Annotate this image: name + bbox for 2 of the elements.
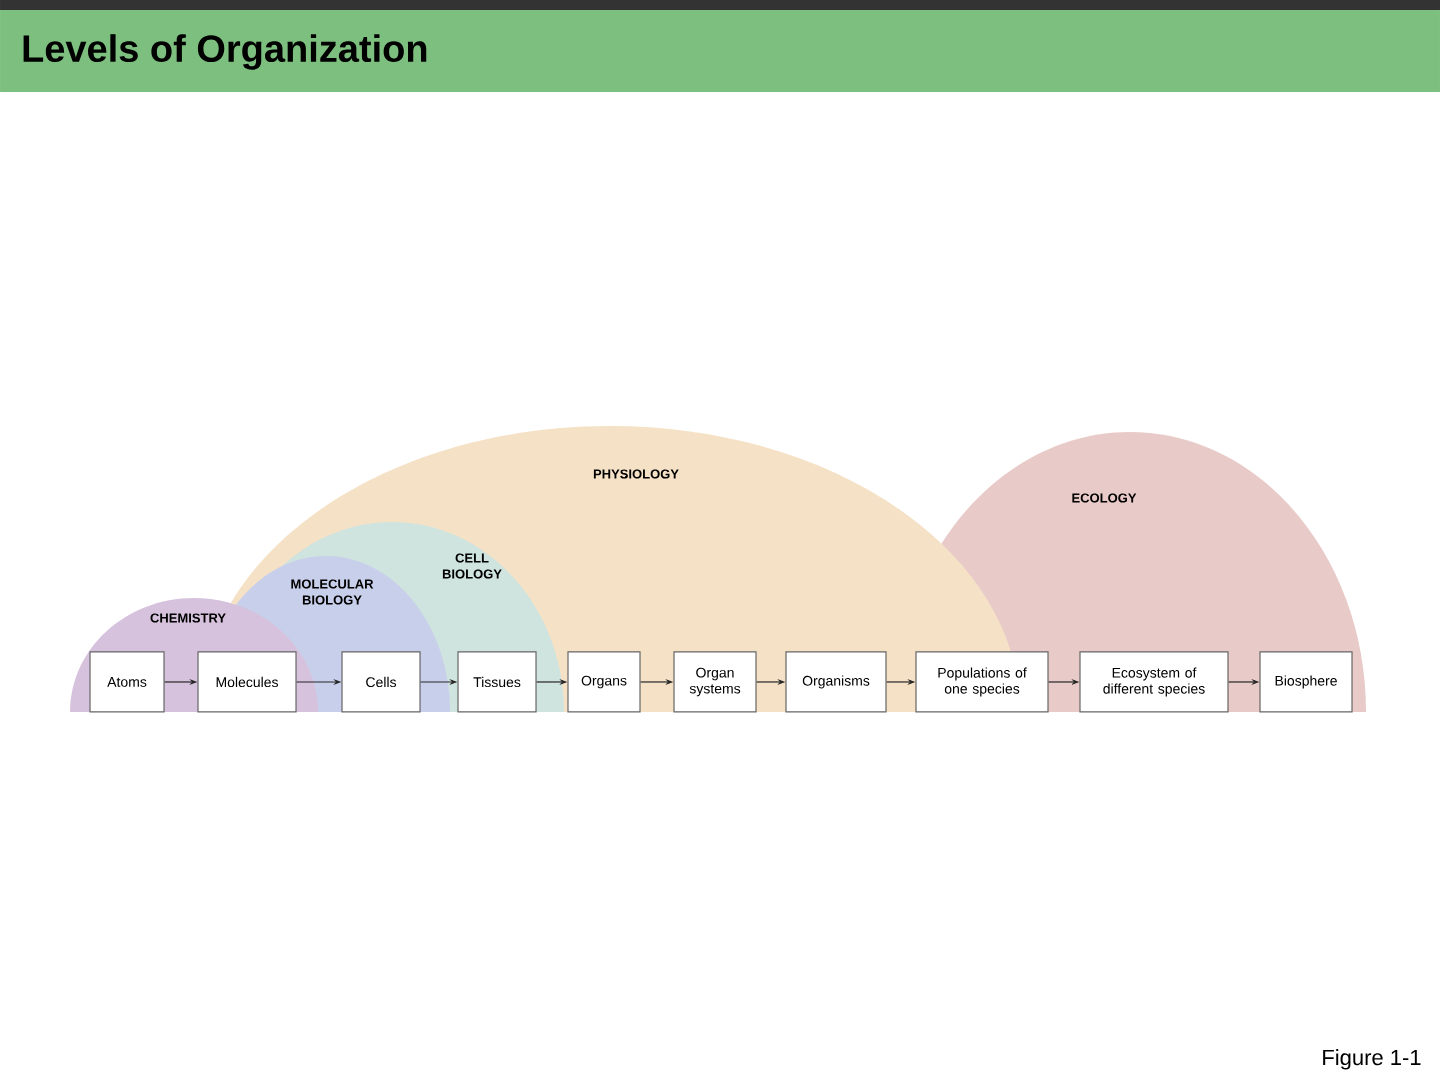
figure-label: Figure 1-1: [1323, 1049, 1421, 1070]
title-bar: Levels of Organization: [0, 0, 1440, 92]
